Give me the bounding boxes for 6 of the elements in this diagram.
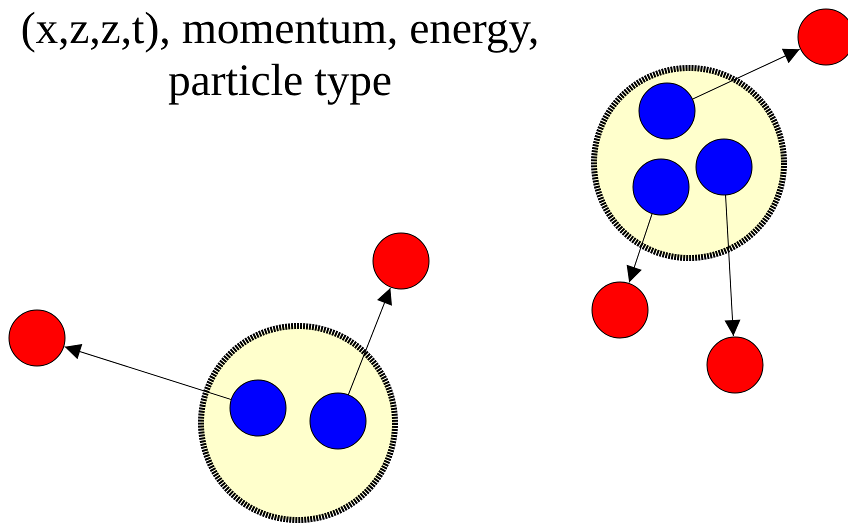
annotation-text: (x,z,z,t), momentum, energy, particle type [20, 2, 540, 106]
arrow [724, 194, 740, 337]
arrow [64, 344, 232, 400]
arrow [692, 48, 800, 100]
arrow [348, 287, 392, 396]
arrow [626, 213, 653, 283]
